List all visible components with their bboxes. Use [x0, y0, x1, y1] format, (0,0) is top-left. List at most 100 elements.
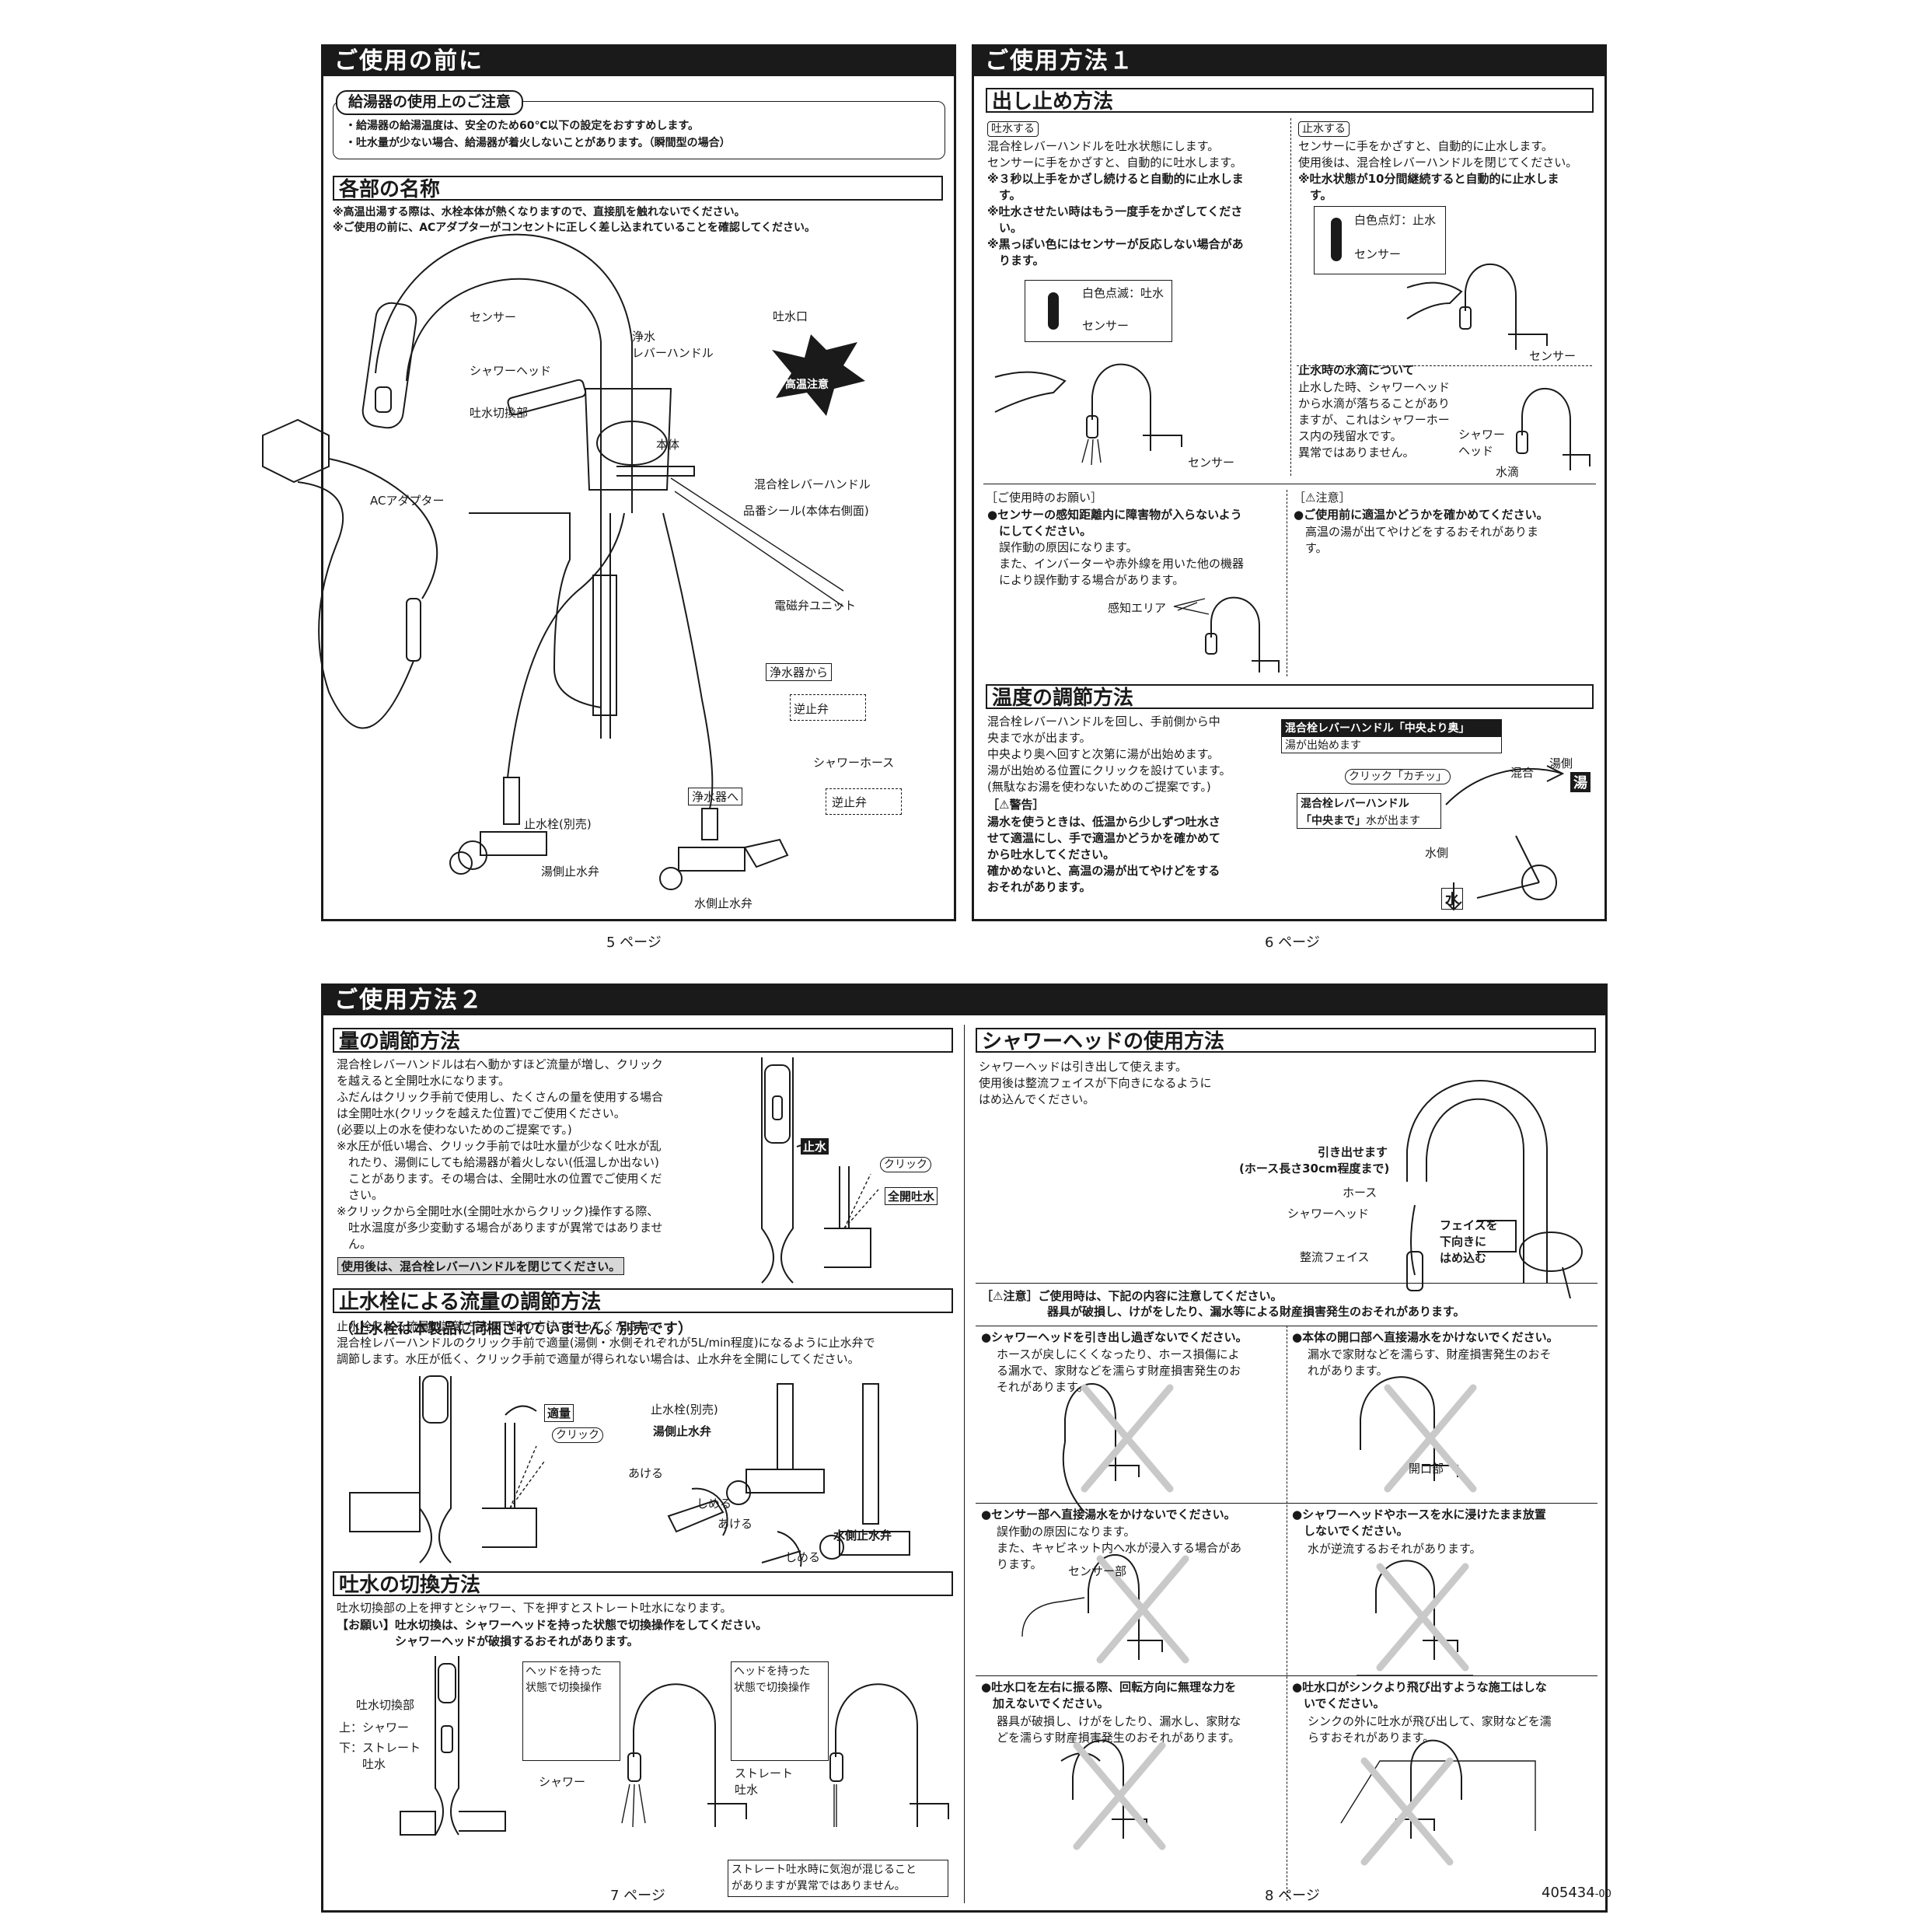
heater-caution-title: 給湯器の使用上のご注意 — [336, 90, 524, 115]
heater-caution-box — [333, 101, 945, 159]
label-stop-valve: 止水栓(別売) — [524, 817, 592, 831]
p6-cold-badge: 水 — [1441, 888, 1463, 910]
heater-line-2: ・吐水量が少ない場合、給湯器が着火しないことがあります。（瞬間型の場合） — [345, 137, 731, 149]
p8-sec-shower: シャワーヘッドの使用方法 — [976, 1028, 1596, 1053]
p7-valves — [667, 1383, 910, 1567]
page-6-panel: ご使用方法１ — [972, 44, 1607, 921]
p6-drip-text: 止水した時、シャワーヘッド から水滴が落ちることがあり ますが、これはシャワーホ… — [1298, 380, 1451, 459]
page-7-header: ご使用方法２ — [323, 986, 1605, 1015]
p6-shower-head-label: シャワー ヘッド — [1458, 428, 1506, 458]
label-shower-head: シャワーヘッド — [470, 364, 552, 378]
p7-vol-text: 混合栓レバーハンドルは右へ動かすほど流量が増し、クリック を越えると全開吐水にな… — [337, 1057, 664, 1137]
label-cold-valve: 水側止水弁 — [694, 896, 753, 910]
label-check-valve-2: 逆止弁 — [832, 795, 868, 809]
sensor-inset-2 — [1314, 206, 1446, 274]
p7-sw-up-label: 上：シャワー — [339, 1721, 410, 1735]
p7-sec-flow: 止水栓による流量の調節方法（止水栓は本製品に同梱されていません。別売です） — [333, 1288, 953, 1337]
p7-proper-badge: 適量 — [544, 1404, 574, 1422]
callout-2: 混合栓レバーハンドル 「中央まで」水が出ます — [1297, 793, 1441, 829]
label-spout: 吐水口 — [773, 309, 808, 323]
page-5-header: ご使用の前に — [323, 47, 954, 76]
p7-stop-badge: 止水 — [801, 1138, 829, 1155]
p6-faucet-on — [994, 363, 1182, 466]
callout-1: 混合栓レバーハンドル「中央より奥」 湯が出始めます — [1281, 719, 1502, 753]
p7-flow-text: 止水栓による流量の調節方法は下記の方法で行ってください。 混合栓レバーハンドルの… — [337, 1319, 875, 1366]
p7-faucet-shower — [621, 1683, 747, 1828]
sensor-window-1 — [1048, 292, 1059, 330]
pill-off: 止水する — [1298, 121, 1350, 137]
page-5-number: 5 ページ — [606, 935, 662, 951]
p8-item-1-title: ●シャワーヘッドを引き出し過ぎないでください。 — [981, 1330, 1248, 1344]
p8-warning-illustrations — [1021, 1376, 1536, 1866]
p7-hold-2: ヘッドを持った 状態で切換操作 — [734, 1665, 810, 1694]
label-ac-adapter: ACアダプター — [370, 494, 445, 508]
page-6-header: ご使用方法１ — [974, 47, 1604, 76]
parts-note-1: ※高温出湯する際は、水栓本体が熱くなりますので、直接肌を触れないでください。 — [333, 206, 746, 218]
p8-sh-text: シャワーヘッドは引き出して使えます。 使用後は整流フェイスが下向きになるように … — [979, 1060, 1212, 1106]
p7-hold-inset-1 — [522, 1661, 620, 1761]
label-seal: 品番シール(本体右側面) — [743, 504, 869, 518]
p7-bubble-note: ストレート吐水時に気泡が混じること がありますが異常ではありません。 — [728, 1860, 948, 1897]
label-mix-lever: 混合栓レバーハンドル — [754, 477, 871, 491]
p8-sensor-part-label: センサー部 — [1068, 1564, 1127, 1578]
p7-sec-flow-title: 止水栓による流量の調節方法 — [339, 1291, 602, 1314]
p6-caution-bold: ●ご使用前に適温かどうかを確かめてください。 — [1294, 508, 1549, 522]
p6-sec-temp: 温度の調節方法 — [986, 684, 1594, 710]
p7-sec-volume: 量の調節方法 — [333, 1028, 953, 1053]
p6-temp-text: 混合栓レバーハンドルを回し、手前側から中 央まで水が出ます。 中央より奥へ回すと… — [987, 714, 1231, 794]
p6-faucet-area — [1173, 596, 1280, 673]
p6-warn-title: ［⚠警告］ — [987, 798, 1045, 812]
label-check-valve-1: 逆止弁 — [794, 702, 829, 716]
p7-hold-1: ヘッドを持った 状態で切換操作 — [526, 1665, 602, 1694]
callout-2-line-2: 「中央まで」水が出ます — [1301, 815, 1420, 827]
label-to-purifier: 浄水器へ — [688, 788, 743, 805]
p8-divider-h — [976, 1283, 1598, 1284]
p6-request-text: 誤作動の原因になります。 また、インバーターや赤外線を用いた他の機器 により誤作… — [999, 540, 1245, 587]
p7-p8-divider — [964, 1025, 965, 1903]
p8-item-4-desc: 水が逆流するおそれがあります。 — [1308, 1542, 1482, 1556]
p6-sec-onoff: 出し止め方法 — [986, 88, 1594, 114]
p6-caution-title: ［⚠注意］ — [1294, 491, 1351, 505]
sensor-inset-1 — [1025, 280, 1172, 342]
p7-click-pill: クリック — [880, 1156, 931, 1172]
p6-warn-bold: 湯水を使うときは、低温から少しずつ吐水さ せて適温にし、手で適温かどうかを確かめ… — [987, 815, 1221, 894]
p7-hot-valve-label: 湯側止水弁 — [653, 1424, 712, 1438]
lever-diagram — [1445, 765, 1565, 911]
p7-close-2: しめる — [785, 1550, 821, 1564]
page-6-number: 6 ページ — [1265, 935, 1320, 951]
p8-item-6-desc: シンクの外に吐水が飛び出して、家財などを濡 らすおそれがあります。 — [1308, 1714, 1552, 1745]
p6-faucet-off — [1406, 263, 1548, 350]
p6-on-bold: ※３秒以上手をかざし続けると自動的に止水しま す。 ※吐水させたい時はもう一度手… — [987, 172, 1244, 267]
p7-shower-label: シャワー — [539, 1775, 586, 1789]
p8-item-4-title: ●シャワーヘッドやホースを水に浸けたまま放置 しないでください。 — [1292, 1508, 1546, 1538]
p6-sensor-label-4: センサー — [1529, 349, 1577, 363]
p8-face-down-label: フェイスを 下向きに はめ込む — [1440, 1218, 1498, 1265]
label-from-purifier: 浄水器から — [766, 663, 833, 681]
p7-vol-after: 使用後は、混合栓レバーハンドルを閉じてください。 — [337, 1257, 625, 1275]
p8-item-1-desc: ホースが戻しにくくなったり、ホース損傷によ る漏水で、家財などを濡らす財産損害発… — [997, 1347, 1241, 1394]
label-pure-lever: 浄水 レバーハンドル — [632, 330, 714, 360]
p6-mix-label: 混合 — [1510, 766, 1535, 780]
callout-2-bold-1: 混合栓レバーハンドル — [1301, 798, 1409, 810]
p8-head-label: シャワーヘッド — [1287, 1207, 1370, 1221]
p8-item-3-title: ●センサー部へ直接湯水をかけないでください。 — [981, 1508, 1236, 1521]
p7-cold-valve-label: 水側止水弁 — [833, 1528, 892, 1542]
p8-opening-label: 開口部 — [1409, 1462, 1444, 1476]
p6-sensor-label-2: センサー — [1188, 456, 1235, 470]
page-8-number: 8 ページ — [1265, 1888, 1320, 1904]
p7-vol-note-1: ※水圧が低い場合、クリック手前では吐水量が少なく吐水が乱 れたり、湯側にしても給… — [337, 1139, 662, 1202]
p7-full-badge: 全開吐水 — [885, 1187, 938, 1205]
p6-cold-side-label: 水側 — [1425, 846, 1449, 860]
label-body: 本体 — [656, 438, 680, 452]
p8-item-5-desc: 器具が破損し、けがをしたり、漏水し、家財な どを濡らす財産損害発生のおそれがあり… — [997, 1714, 1241, 1745]
p8-caution-2: 器具が破損し、けがをしたり、漏水等による財産損害発生のおそれがあります。 — [1047, 1305, 1465, 1319]
p6-hot-side-label: 湯側 — [1549, 756, 1573, 770]
doc-code: 405434-00 — [1542, 1885, 1611, 1901]
p7-sec-switch: 吐水の切換方法 — [333, 1571, 953, 1597]
callout-1-text: 湯が出始めます — [1285, 739, 1361, 752]
p8-item-6-title: ●吐水口がシンクより飛び出すような施工はしな いでください。 — [1292, 1680, 1547, 1710]
p8-caution-1: ［⚠注意］ご使用時は、下記の内容に注意してください。 — [981, 1289, 1283, 1303]
p7-close-1: しめる — [697, 1497, 732, 1511]
p7-faucet-flow — [349, 1375, 545, 1563]
p8-face-label: 整流フェイス — [1300, 1250, 1370, 1264]
